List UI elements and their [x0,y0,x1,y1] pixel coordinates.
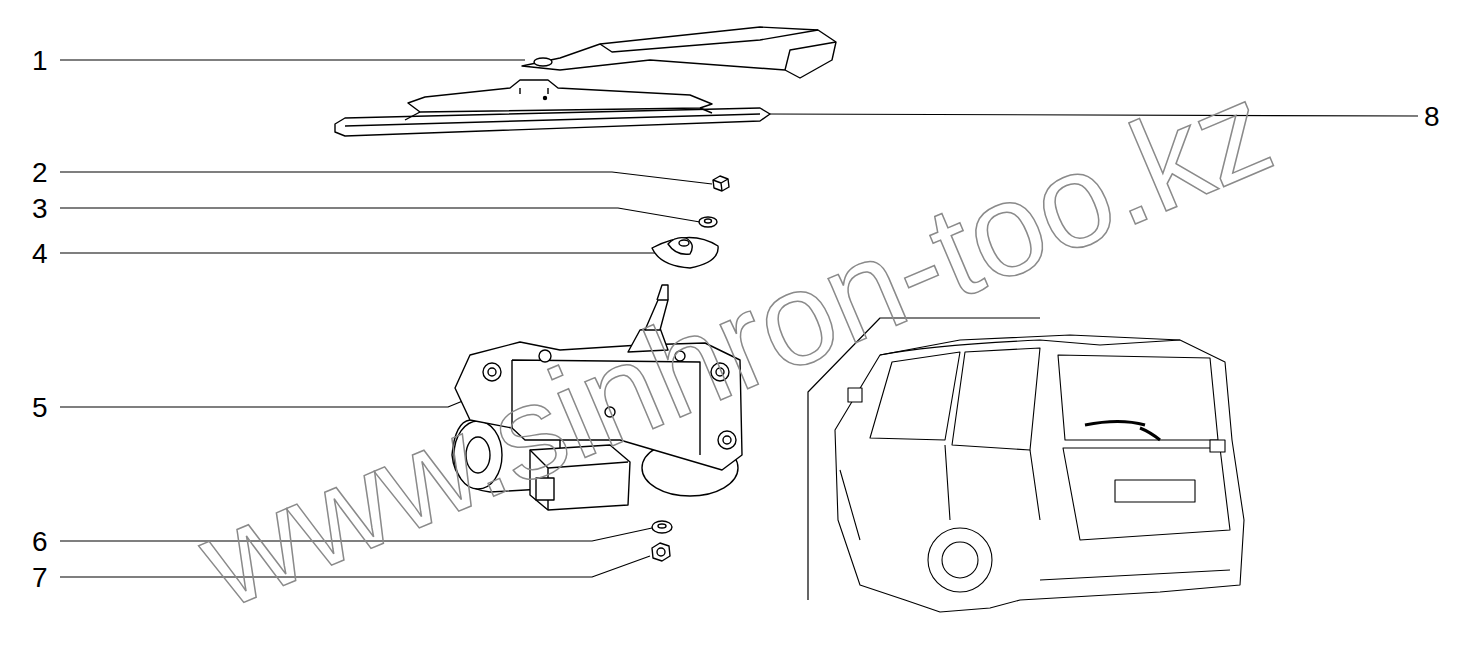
callout-number: 6 [32,528,48,556]
wiper-arm [522,27,836,78]
callout-number: 8 [1424,103,1440,131]
nut [652,543,670,561]
nut [713,176,729,191]
callout-number: 5 [32,394,48,422]
washer [652,521,672,533]
callout-number: 3 [32,195,48,223]
callout-number: 7 [32,564,48,592]
car-illustration [835,335,1244,612]
callout-number: 4 [32,240,48,268]
callout-number: 1 [32,47,48,75]
washer [699,217,717,227]
callout-number: 2 [32,159,48,187]
cap [652,237,718,268]
wiper-blade [335,80,770,136]
